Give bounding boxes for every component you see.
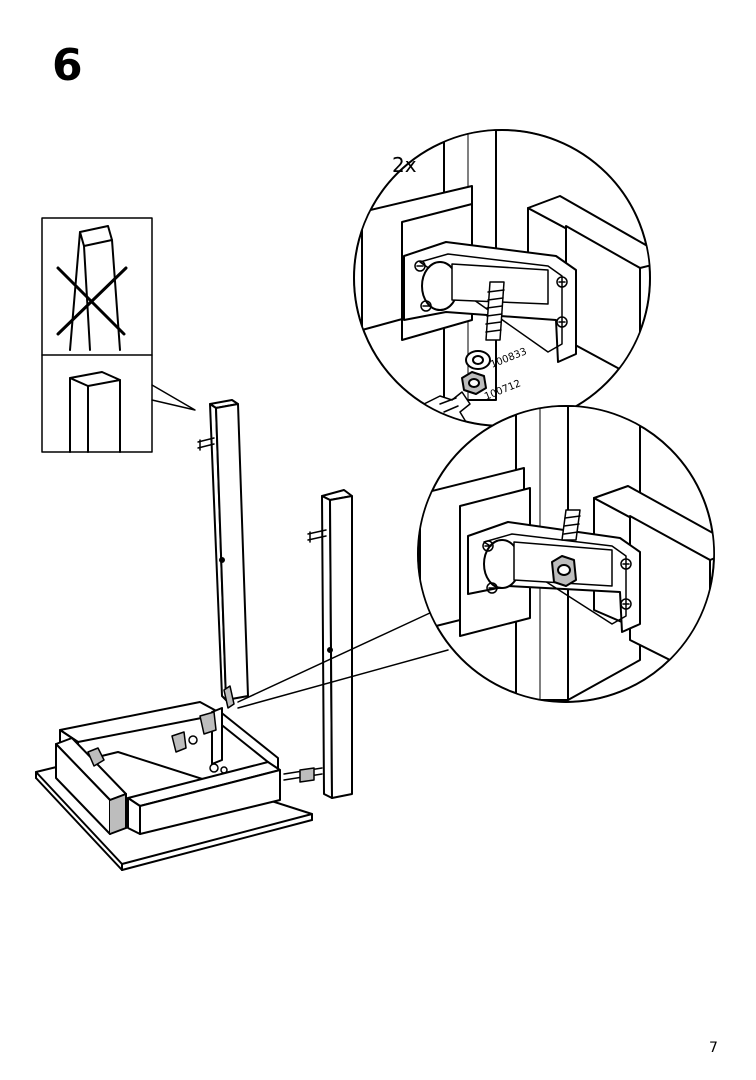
step-number: 6: [52, 40, 83, 91]
rail-front-left: [55, 737, 127, 835]
rail-front-right: [127, 761, 281, 835]
threaded-bolt: [561, 509, 581, 541]
screw-icon: [482, 540, 632, 610]
page-number: 7: [709, 1040, 718, 1056]
rail-back-left: [59, 701, 223, 753]
leg: [321, 489, 353, 799]
dowel: [197, 437, 215, 451]
callout-lines: [237, 611, 449, 709]
correct-square-leg: [69, 371, 121, 453]
cross-mark-icon: [56, 266, 128, 336]
quantity-label: 2x: [392, 153, 417, 177]
warning-panel: [41, 217, 196, 453]
dowel: [307, 529, 327, 543]
bolt: [283, 767, 323, 783]
bolt: [223, 685, 235, 709]
detail-circle-bottom: [417, 405, 715, 703]
rail-back-right: [211, 707, 279, 771]
detail-circle-top: 2x 100833 100712: [353, 129, 651, 427]
leg: [209, 399, 249, 701]
nut: [461, 371, 487, 395]
threaded-bolt: [485, 281, 505, 341]
washer: [465, 350, 491, 370]
nut: [551, 555, 577, 587]
main-assembly: [35, 399, 449, 871]
screw-icon: [414, 260, 568, 328]
corner-bracket: [87, 711, 228, 774]
